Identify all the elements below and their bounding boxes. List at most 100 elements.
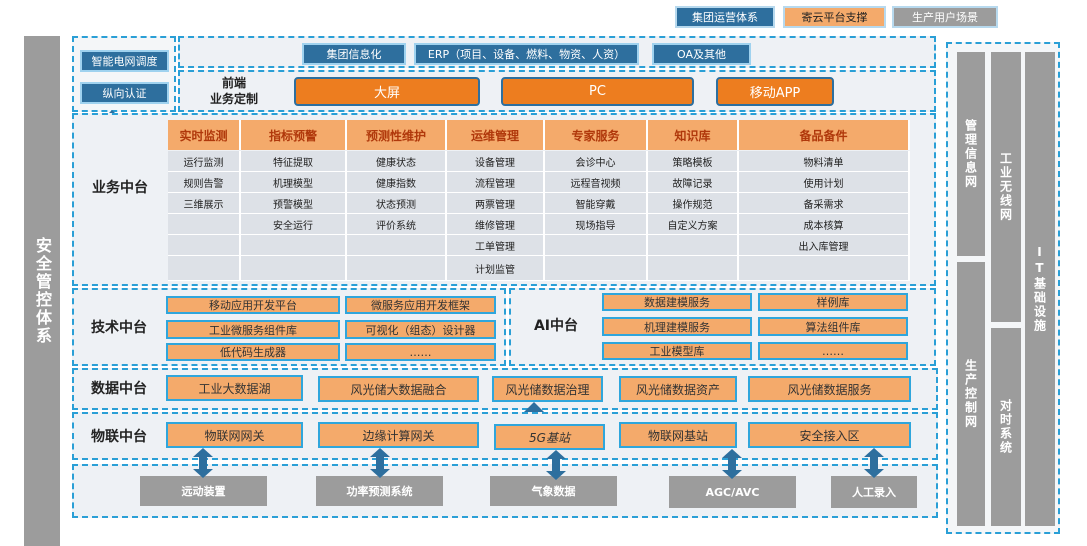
ai-item: 样例库 <box>758 293 908 311</box>
list-item: 自定义方案 <box>648 214 739 235</box>
header-realtime-monitor: 实时监测 <box>168 120 241 150</box>
list-item: 故障记录 <box>648 172 739 193</box>
list-item: 会诊中心 <box>545 151 648 172</box>
tech-item: 可视化（组态）设计器 <box>345 320 496 339</box>
vertical-auth-box: 纵向认证 <box>80 82 169 104</box>
list-item: 使用计划 <box>739 172 910 193</box>
group-informatization-box: 集团信息化 <box>302 43 406 65</box>
column-spare-parts: 物料清单 使用计划 备采需求 成本核算 出入库管理 <box>739 151 910 281</box>
header-predictive-maint: 预测性维护 <box>347 120 447 150</box>
industrial-wireless-net: 工业无线网 <box>991 52 1021 322</box>
device-remote-unit: 远动装置 <box>140 476 267 506</box>
list-item <box>347 256 447 281</box>
tech-item: 低代码生成器 <box>166 343 340 361</box>
data-item: 工业大数据湖 <box>166 375 303 401</box>
list-item <box>241 256 347 281</box>
list-item: 成本核算 <box>739 214 910 235</box>
double-arrow-icon <box>370 448 390 478</box>
data-item: 风光储数据资产 <box>619 376 737 402</box>
list-item: 健康状态 <box>347 151 447 172</box>
list-item: 智能穿戴 <box>545 193 648 214</box>
header-indicator-warning: 指标预警 <box>241 120 347 150</box>
list-item: 维修管理 <box>447 214 545 235</box>
ai-item: …… <box>758 342 908 360</box>
list-item <box>241 235 347 256</box>
list-item: 现场指导 <box>545 214 648 235</box>
tech-item: …… <box>345 343 496 361</box>
double-arrow-icon <box>546 450 566 480</box>
device-agc-avc: AGC/AVC <box>669 476 796 508</box>
iot-item: 物联网网关 <box>166 422 303 448</box>
tab-production-scene[interactable]: 生产用户场景 <box>892 6 998 28</box>
device-power-forecast: 功率预测系统 <box>316 476 443 506</box>
list-item: 远程音视频 <box>545 172 648 193</box>
data-item: 风光储数据服务 <box>748 376 911 402</box>
double-arrow-icon <box>193 448 213 478</box>
data-item: 风光储大数据融合 <box>318 376 479 402</box>
list-item <box>648 256 739 281</box>
list-item: 安全运行 <box>241 214 347 235</box>
tech-item: 移动应用开发平台 <box>166 296 340 314</box>
list-item <box>648 235 739 256</box>
mgmt-info-net: 管理信息网 <box>957 52 985 256</box>
ai-item: 工业模型库 <box>602 342 752 360</box>
it-infrastructure: IT基础设施 <box>1025 52 1055 526</box>
header-ops-mgmt: 运维管理 <box>447 120 545 150</box>
column-ops-mgmt: 设备管理 流程管理 两票管理 维修管理 工单管理 计划监管 <box>447 151 545 281</box>
list-item: 健康指数 <box>347 172 447 193</box>
ai-item: 算法组件库 <box>758 317 908 336</box>
production-control-net: 生产控制网 <box>957 262 985 526</box>
double-arrow-icon <box>722 449 742 479</box>
list-item: 操作规范 <box>648 193 739 214</box>
list-item <box>545 235 648 256</box>
pc-button[interactable]: PC <box>501 77 694 106</box>
list-item <box>347 235 447 256</box>
tab-group-ops[interactable]: 集团运营体系 <box>675 6 775 28</box>
list-item <box>168 235 241 256</box>
list-item: 出入库管理 <box>739 235 910 256</box>
list-item: 评价系统 <box>347 214 447 235</box>
bigscreen-button[interactable]: 大屏 <box>294 77 480 106</box>
list-item: 运行监测 <box>168 151 241 172</box>
business-center-label: 业务中台 <box>92 180 148 196</box>
list-item: 流程管理 <box>447 172 545 193</box>
iot-item: 边缘计算网关 <box>318 422 479 448</box>
ai-item: 数据建模服务 <box>602 293 752 311</box>
list-item <box>168 214 241 235</box>
list-item: 工单管理 <box>447 235 545 256</box>
header-spare-parts: 备品备件 <box>739 120 910 150</box>
mobile-app-button[interactable]: 移动APP <box>716 77 834 106</box>
tab-jiyun-support[interactable]: 寄云平台支撑 <box>783 6 886 28</box>
column-predictive-maint: 健康状态 健康指数 状态预测 评价系统 <box>347 151 447 281</box>
list-item: 备采需求 <box>739 193 910 214</box>
list-item <box>168 256 241 281</box>
data-center-label: 数据中台 <box>91 381 147 397</box>
column-realtime-monitor: 运行监测 规则告警 三维展示 <box>168 151 241 281</box>
header-expert-service: 专家服务 <box>545 120 648 150</box>
header-knowledge-base: 知识库 <box>648 120 739 150</box>
list-item: 三维展示 <box>168 193 241 214</box>
list-item: 物料清单 <box>739 151 910 172</box>
frontend-label: 前端 业务定制 <box>209 76 258 106</box>
list-item: 预警模型 <box>241 193 347 214</box>
column-knowledge-base: 策略模板 故障记录 操作规范 自定义方案 <box>648 151 739 281</box>
list-item: 两票管理 <box>447 193 545 214</box>
list-item: 规则告警 <box>168 172 241 193</box>
list-item <box>739 256 910 281</box>
time-sync-system: 对时系统 <box>991 328 1021 526</box>
iot-item: 安全接入区 <box>748 422 911 448</box>
column-expert-service: 会诊中心 远程音视频 智能穿戴 现场指导 <box>545 151 648 281</box>
ai-item: 机理建模服务 <box>602 317 752 336</box>
list-item: 状态预测 <box>347 193 447 214</box>
list-item: 策略模板 <box>648 151 739 172</box>
list-item: 计划监管 <box>447 256 545 281</box>
tech-center-label: 技术中台 <box>91 320 147 336</box>
device-manual-entry: 人工录入 <box>831 476 917 508</box>
list-item: 设备管理 <box>447 151 545 172</box>
iot-center-label: 物联中台 <box>91 429 147 445</box>
tech-item: 微服务应用开发框架 <box>345 296 496 314</box>
column-indicator-warning: 特征提取 机理模型 预警模型 安全运行 <box>241 151 347 281</box>
tech-item: 工业微服务组件库 <box>166 320 340 339</box>
list-item <box>545 256 648 281</box>
list-item: 特征提取 <box>241 151 347 172</box>
